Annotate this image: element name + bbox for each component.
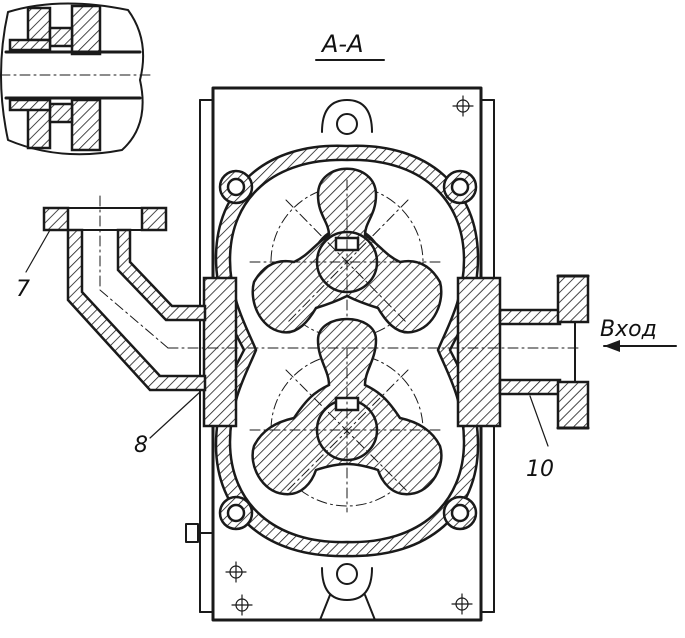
callout-10-leader	[529, 395, 549, 447]
inlet-label: Вход	[600, 317, 657, 342]
upper-rotor	[249, 167, 445, 345]
callout-7: 7	[16, 277, 30, 302]
outlet-pipe	[42, 195, 581, 392]
inlet-arrow-head	[604, 340, 620, 352]
callout-8-leader	[149, 391, 201, 439]
callout-10: 10	[526, 457, 554, 482]
inlet-pipe	[498, 274, 677, 430]
section-title: A-A	[320, 30, 364, 58]
lower-rotor	[249, 317, 445, 513]
seal-detail-inset	[0, 2, 151, 156]
callout-7-leader	[25, 229, 51, 273]
callout-8: 8	[134, 433, 148, 458]
